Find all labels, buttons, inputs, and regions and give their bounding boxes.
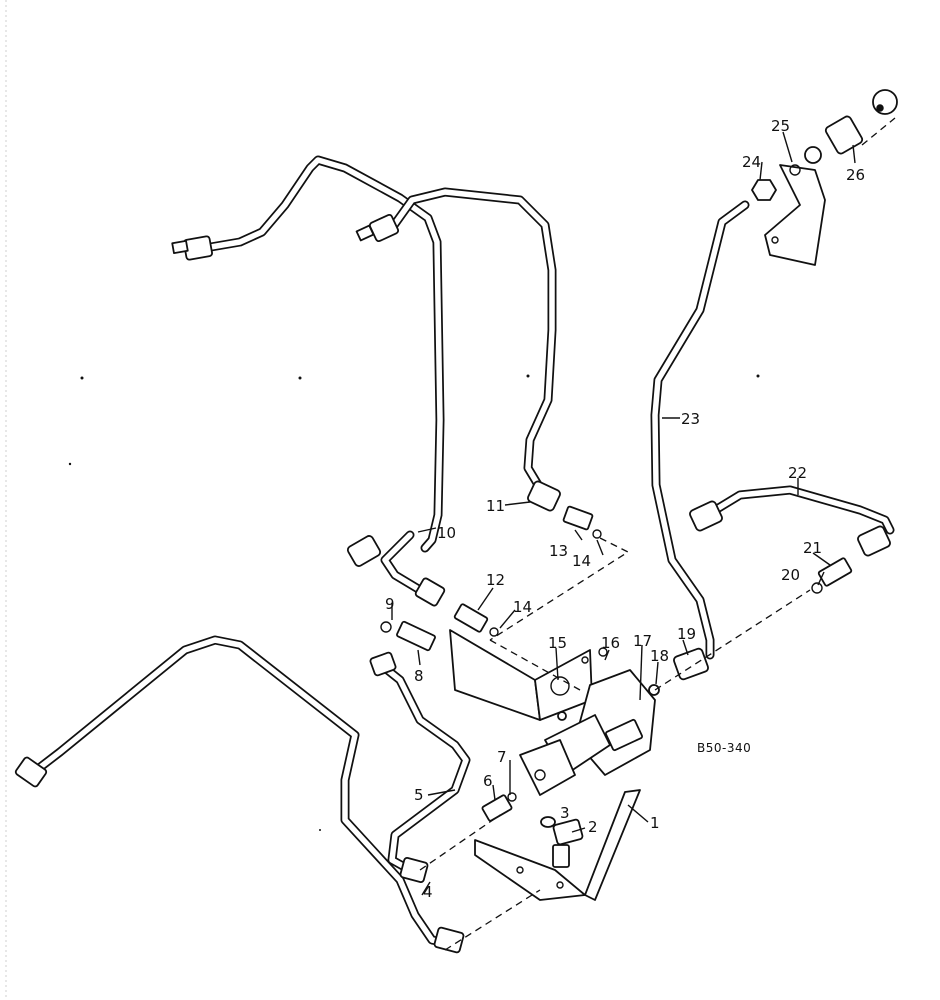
fitting-2 (540, 816, 584, 868)
callout-7: 7 (497, 748, 507, 766)
drawing-code: B50-340 (697, 741, 751, 755)
callout-3: 3 (560, 804, 570, 822)
washer-18 (648, 684, 660, 696)
callout-25: 25 (771, 117, 790, 135)
nut-11 (527, 480, 561, 512)
assembly-line-15 (489, 639, 581, 691)
callout-4: 4 (423, 883, 433, 901)
callout-14-upper: 14 (572, 552, 591, 570)
scan-specks (68, 374, 760, 831)
pipe-22 (707, 485, 895, 535)
callout-16: 16 (601, 634, 620, 652)
fitting-8 (380, 620, 436, 652)
nut-22-right (857, 525, 891, 557)
callout-13: 13 (549, 542, 568, 560)
callout-8: 8 (414, 667, 424, 685)
nut-10-left (346, 535, 382, 567)
pipe-5 (380, 663, 471, 875)
bracket-1 (474, 789, 641, 901)
nut-4-lower (433, 926, 465, 954)
callout-12: 12 (486, 571, 505, 589)
callout-5: 5 (414, 786, 424, 804)
pipe-upper-left (200, 155, 445, 553)
fitting-6 (481, 792, 517, 822)
nut-top-left (171, 235, 213, 261)
callout-10: 10 (437, 524, 456, 542)
callout-26: 26 (846, 166, 865, 184)
callout-22: 22 (788, 464, 807, 482)
callout-11: 11 (486, 497, 505, 515)
assembly-line-6 (419, 814, 501, 871)
nut-4-left (14, 756, 48, 788)
callout-20: 20 (781, 566, 800, 584)
callout-21: 21 (803, 539, 822, 557)
fitting-13 (562, 505, 602, 539)
callout-23: 23 (681, 410, 700, 428)
callout-18: 18 (650, 647, 669, 665)
fitting-12 (453, 603, 499, 637)
nut-8 (369, 651, 397, 677)
pipe-23 (650, 200, 750, 660)
callout-14-lower: 14 (513, 598, 532, 616)
callout-24: 24 (742, 153, 761, 171)
callout-9: 9 (385, 595, 395, 613)
bracket-25 (764, 164, 826, 266)
callout-2: 2 (588, 818, 598, 836)
nut-10-lower (414, 577, 446, 607)
fitting-21 (811, 557, 853, 594)
valve-body-17 (519, 647, 656, 796)
pipe-10 (380, 530, 425, 595)
pipe-11 (387, 187, 557, 493)
assembly-line-20 (654, 589, 811, 691)
assembly-line-4 (444, 889, 541, 951)
pipe-4 (25, 635, 447, 947)
callout-17: 17 (633, 632, 652, 650)
coupling-26 (804, 89, 898, 164)
callout-1: 1 (650, 814, 660, 832)
nut-top-center (355, 213, 400, 243)
callout-6: 6 (483, 772, 493, 790)
callout-19: 19 (677, 625, 696, 643)
callout-15: 15 (548, 634, 567, 652)
bracket-15 (449, 629, 593, 721)
nut-24 (751, 179, 777, 201)
nut-5-lower (399, 857, 429, 883)
nut-22-left (689, 500, 723, 532)
leader-lines (391, 131, 856, 896)
